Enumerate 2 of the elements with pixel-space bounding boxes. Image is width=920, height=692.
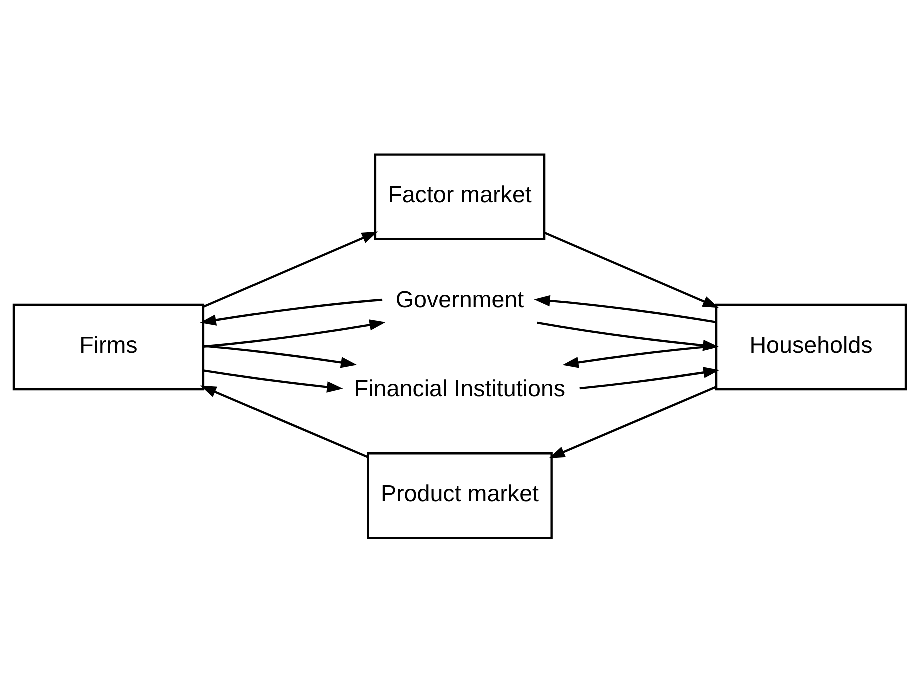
node-text: Financial Institutions bbox=[354, 374, 566, 401]
node-text: Government bbox=[396, 286, 524, 312]
